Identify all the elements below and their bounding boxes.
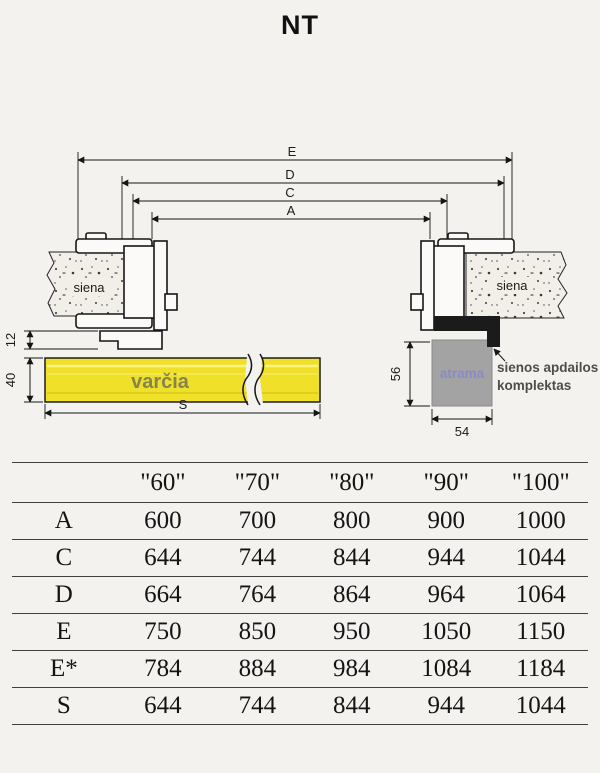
dimension-row-label: D [12,576,116,614]
wall-left-label: siena [73,280,105,295]
support-box [431,339,493,407]
break-gap [245,357,263,403]
frame-section-drawing: siena siena atrama sienos apdailos kompl… [3,144,598,439]
dimension-value: 664 [115,576,211,614]
dimension-value: 784 [115,650,211,688]
dimension-value: 1184 [493,650,588,688]
frame-left-profile [75,232,178,350]
dimension-value: 644 [115,539,211,577]
dimension-value: 944 [399,687,494,725]
frame-left-bottom-lip [99,330,163,350]
dimension-value: 750 [115,613,211,651]
size-column-header: "80" [304,462,400,503]
wall-left-label-bg [68,279,110,296]
dim-label-12: 12 [3,333,18,347]
dimension-value: 744 [210,687,305,725]
frame-right-lining [420,240,435,331]
dimension-value: 864 [304,576,400,614]
dimension-value: 1150 [493,613,588,651]
dimension-value: 1084 [399,650,494,688]
size-column-header: "100" [493,462,588,503]
dim-label-E: E [288,144,297,159]
dim-label-C: C [285,185,294,200]
dimension-value: 764 [210,576,305,614]
wall-kit-pointer [493,348,506,362]
table-corner-cell [12,462,116,503]
dimension-value: 644 [115,687,211,725]
dimension-value: 1064 [493,576,588,614]
dim-label-54: 54 [455,424,469,439]
dimension-value: 700 [210,502,305,540]
wall-right-label: siena [496,278,528,293]
dimension-row-label: E [12,613,116,651]
frame-left-lining [153,240,168,331]
dim-label-A: A [287,203,296,218]
dim-label-D: D [285,167,294,182]
frame-left-body [123,245,159,319]
dimension-value: 1044 [493,539,588,577]
size-column-header: "70" [210,462,305,503]
dimension-row-label: E* [12,650,116,688]
frame-right-body [429,245,465,319]
dimension-value: 964 [399,576,494,614]
dim-label-40: 40 [3,373,18,387]
dimension-value: 900 [399,502,494,540]
dimension-value: 984 [304,650,400,688]
table-header: "60""70""80""90""100" [12,462,588,503]
dimension-row-label: A [12,502,116,540]
dimension-lines [26,156,513,423]
support-label: atrama [440,366,485,381]
wall-kit-label-line1: sienos apdailos [497,360,598,375]
frame-right-profile [410,232,515,331]
break-line-left [242,353,253,406]
frame-left-stop [164,293,178,311]
dimension-value: 944 [399,539,494,577]
door-leaf-label: varčia [131,371,190,393]
table-header-row: "60""70""80""90""100" [12,462,588,503]
frame-right-stop [410,293,424,311]
dimension-value: 884 [210,650,305,688]
wall-kit-label-line2: komplektas [497,378,571,393]
dimension-value: 600 [115,502,211,540]
dimension-value: 950 [304,613,400,651]
dimension-value: 800 [304,502,400,540]
dimension-row-label: S [12,687,116,725]
dim-label-S: S [179,397,188,412]
page-title: NT [281,10,319,40]
frame-right-bottom-angle [434,316,500,347]
wall-right-label-bg [491,277,533,294]
dimension-value: 1000 [493,502,588,540]
dimension-value: 744 [210,539,305,577]
dimension-row-label: C [12,539,116,577]
dim-label-56: 56 [388,367,403,381]
dimension-value: 1050 [399,613,494,651]
break-line-right [254,353,265,406]
dimension-value: 844 [304,539,400,577]
size-column-header: "90" [399,462,494,503]
dimension-value: 850 [210,613,305,651]
dimension-value: 1044 [493,687,588,725]
size-column-header: "60" [115,462,211,503]
dimension-value: 844 [304,687,400,725]
